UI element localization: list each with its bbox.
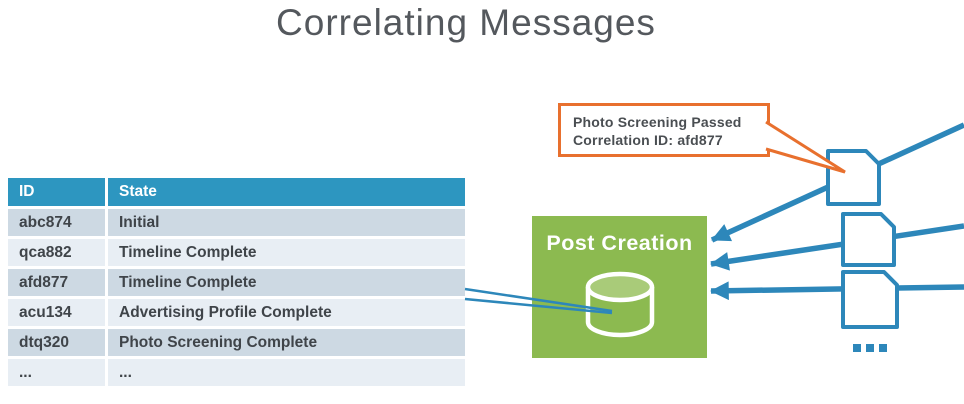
table-cell-id: dtq320 bbox=[8, 329, 105, 356]
table-cell-state: Timeline Complete bbox=[108, 269, 465, 296]
table-cell-state: Timeline Complete bbox=[108, 239, 465, 266]
slide-title: Correlating Messages bbox=[276, 2, 656, 43]
message-document-icons bbox=[826, 149, 899, 329]
message-arrow-3 bbox=[710, 281, 964, 301]
table-cell-state: Photo Screening Complete bbox=[108, 329, 465, 356]
callout-tail bbox=[765, 120, 846, 174]
table-cell-id: abc874 bbox=[8, 209, 105, 236]
table-cell-id: afd877 bbox=[8, 269, 105, 296]
callout-line2: Correlation ID: afd877 bbox=[573, 132, 723, 148]
table-cell-id: acu134 bbox=[8, 299, 105, 326]
ellipsis-icon bbox=[853, 344, 887, 352]
table-header-state: State bbox=[108, 178, 465, 206]
table-cell-state: Initial bbox=[108, 209, 465, 236]
callout-bubble: Photo Screening Passed Correlation ID: a… bbox=[558, 103, 770, 157]
callout-line1: Photo Screening Passed bbox=[573, 114, 742, 130]
post-creation-box: Post Creation bbox=[532, 216, 707, 358]
table-cell-state: ... bbox=[108, 359, 465, 386]
message-arrow-2 bbox=[710, 223, 964, 271]
message-document-icon bbox=[826, 149, 881, 206]
table-cell-state: Advertising Profile Complete bbox=[108, 299, 465, 326]
message-document-icon bbox=[841, 270, 899, 329]
table-cell-id: qca882 bbox=[8, 239, 105, 266]
correlation-table: ID State abc874 Initial qca882 Timeline … bbox=[8, 178, 465, 386]
post-creation-label: Post Creation bbox=[546, 231, 693, 255]
database-cylinder-icon bbox=[585, 271, 655, 338]
table-header-id: ID bbox=[8, 178, 105, 206]
message-document-icon bbox=[841, 212, 896, 267]
table-cell-id: ... bbox=[8, 359, 105, 386]
